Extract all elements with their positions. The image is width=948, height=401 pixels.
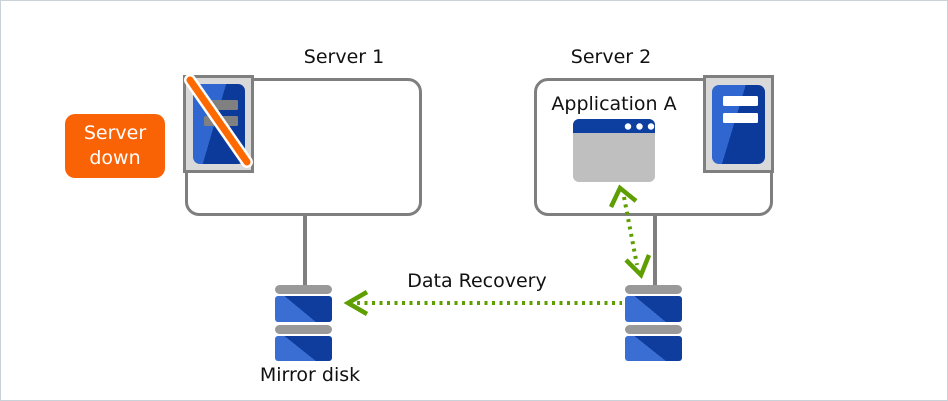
mirror-disk-label: Mirror disk	[259, 364, 361, 386]
data-recovery-arrow	[343, 290, 622, 316]
server2-title: Server 2	[570, 46, 652, 68]
data-recovery-label: Data Recovery	[407, 270, 547, 292]
app-window-icon	[573, 119, 655, 182]
server-icon	[703, 75, 774, 173]
server-down-badge-line2: down	[89, 147, 141, 169]
server-down-icon	[183, 75, 254, 173]
application-label: Application A	[551, 93, 677, 115]
server1-title: Server 1	[303, 46, 385, 68]
mirror-disk-icon-right	[625, 285, 682, 361]
server-down-badge: Server down	[65, 114, 165, 178]
mirror-disk-icon-left	[275, 285, 332, 361]
server-down-badge-line1: Server	[83, 122, 147, 144]
